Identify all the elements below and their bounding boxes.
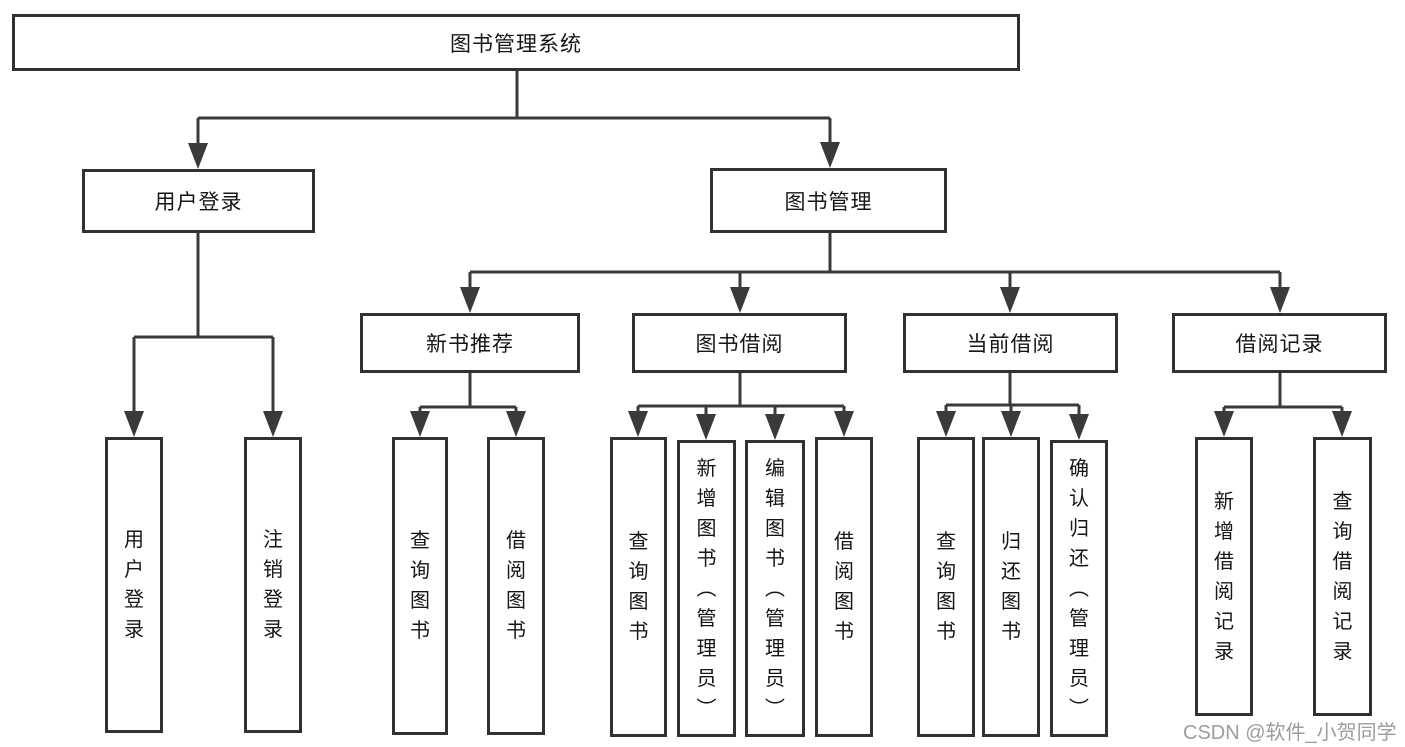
leaf-query-books-borrow: 查询图书 (610, 437, 667, 737)
node-label: 图书管理 (784, 190, 873, 214)
node-label: 图书管理系统 (450, 32, 582, 56)
leaf-query-books-current: 查询图书 (917, 437, 975, 737)
node-book-management: 图书管理 (710, 168, 947, 233)
node-library-system: 图书管理系统 (12, 14, 1020, 71)
leaf-return-books: 归还图书 (982, 437, 1040, 737)
node-label: 新书推荐 (426, 333, 514, 356)
node-current-borrow: 当前借阅 (903, 313, 1118, 373)
watermark: CSDN @软件_小贺同学 (1183, 722, 1397, 744)
node-user-login: 用户登录 (82, 169, 315, 233)
leaf-query-books-recommend: 查询图书 (392, 437, 448, 735)
leaf-borrow-books-recommend: 借阅图书 (487, 437, 545, 735)
node-borrow-records: 借阅记录 (1172, 313, 1387, 373)
leaf-confirm-return-admin: 确认归还︵管理员︶ (1050, 440, 1108, 737)
leaf-logout: 注销登录 (244, 437, 302, 733)
node-book-borrow: 图书借阅 (632, 313, 847, 373)
leaf-add-borrow-record: 新增借阅记录 (1195, 437, 1253, 716)
leaf-borrow-books: 借阅图书 (815, 437, 873, 737)
arrowhead-icons (124, 142, 1352, 440)
node-label: 图书借阅 (695, 333, 784, 356)
node-label: 当前借阅 (966, 333, 1055, 356)
leaf-add-books-admin: 新增图书︵管理员︶ (677, 440, 736, 737)
leaf-edit-books-admin: 编辑图书︵管理员︶ (745, 440, 805, 737)
leaf-user-login: 用户登录 (105, 437, 163, 733)
leaf-query-borrow-record: 查询借阅记录 (1313, 437, 1372, 716)
node-label: 用户登录 (154, 191, 243, 214)
node-label: 借阅记录 (1235, 333, 1324, 356)
node-new-book-recommend: 新书推荐 (360, 313, 580, 373)
